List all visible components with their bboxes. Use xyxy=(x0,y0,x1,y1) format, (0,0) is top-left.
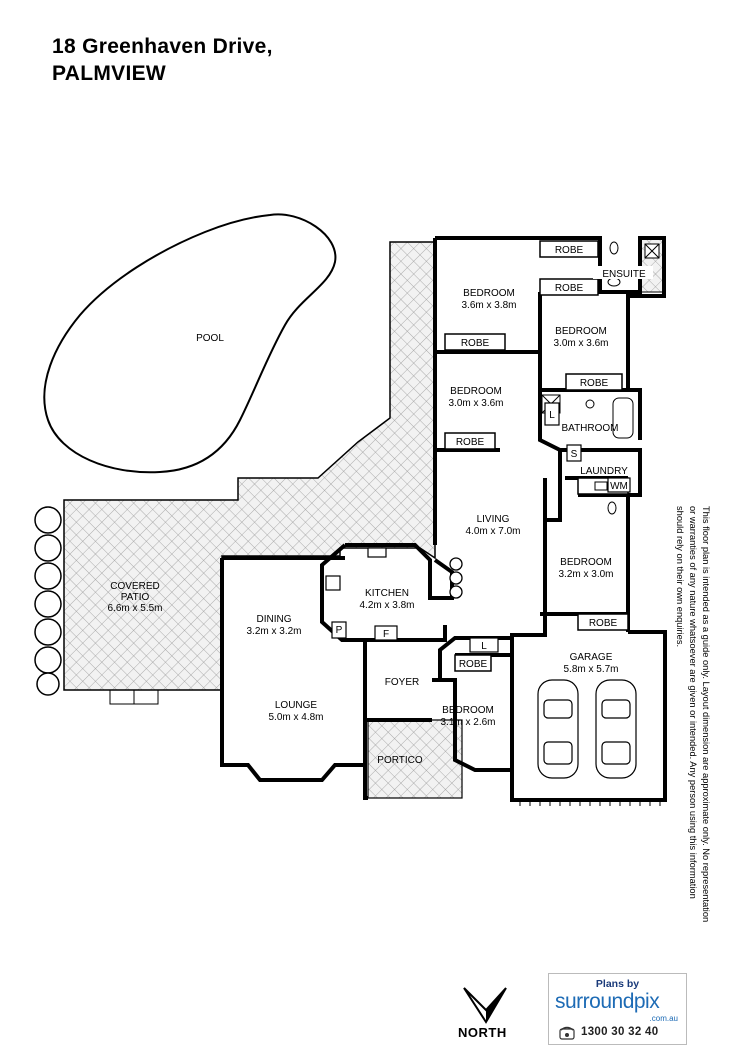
lounge-label: LOUNGE xyxy=(275,700,318,711)
bedroom-front-size: 3.1m x 2.6m xyxy=(440,717,495,728)
portico-label: PORTICO xyxy=(377,755,423,766)
pantry-box xyxy=(331,621,347,639)
laundry-label: LAUNDRY xyxy=(580,466,628,477)
north-arrow-icon xyxy=(463,987,507,1024)
front-linen-box xyxy=(469,637,499,653)
kitchen-stools xyxy=(449,557,463,599)
pantry-label: P xyxy=(336,625,343,636)
bedroom-front-label: BEDROOM xyxy=(442,705,494,716)
bedroom-east-label: BEDROOM xyxy=(560,557,612,568)
patio-door xyxy=(109,689,159,705)
car-right xyxy=(595,679,637,779)
wm-label: WM xyxy=(610,481,628,492)
robe-label-7: ROBE xyxy=(459,659,488,670)
pool-outline xyxy=(43,213,337,474)
linen-box xyxy=(544,402,560,426)
ensuite-label: ENSUITE xyxy=(602,269,646,280)
hedge xyxy=(34,506,62,696)
address-line-2: PALMVIEW xyxy=(52,62,167,85)
north-label: NORTH xyxy=(458,1025,507,1040)
fridge-box xyxy=(374,625,398,641)
logo-tagline: Plans by xyxy=(595,978,640,990)
wm-box xyxy=(607,477,631,493)
cooktop xyxy=(325,575,341,591)
robe-label-1: ROBE xyxy=(555,245,584,256)
kitchen-size: 4.2m x 3.8m xyxy=(359,600,414,611)
robe-label-5: ROBE xyxy=(456,437,485,448)
lounge-size: 5.0m x 4.8m xyxy=(268,712,323,723)
dining-size: 3.2m x 3.2m xyxy=(246,626,301,637)
robes xyxy=(444,240,629,672)
north-arrow-fill xyxy=(486,988,506,1022)
shower-label: S xyxy=(571,449,578,460)
patio-label: COVERED xyxy=(110,581,159,592)
bedroom-mid-label: BEDROOM xyxy=(450,386,502,397)
logo-domain: .com.au xyxy=(649,1014,678,1023)
bedroom-ne-size: 3.0m x 3.6m xyxy=(553,338,608,349)
bedroom-main-label: BEDROOM xyxy=(463,288,515,299)
disclaimer-text: This floor plan is intended as a guide o… xyxy=(675,506,711,923)
garage-size: 5.8m x 5.7m xyxy=(563,664,618,675)
portico-area xyxy=(367,719,463,799)
robe-label-6: ROBE xyxy=(589,618,618,629)
garage-door xyxy=(515,799,662,806)
linen-label-2: L xyxy=(481,641,487,652)
patio-label-2: PATIO xyxy=(121,592,150,603)
address-line-1: 18 Greenhaven Drive, xyxy=(52,35,273,58)
bedroom-ne-label: BEDROOM xyxy=(555,326,607,337)
robe-label-4: ROBE xyxy=(580,378,609,389)
robe-label-2: ROBE xyxy=(555,283,584,294)
shower-box xyxy=(566,444,582,462)
fridge-label: F xyxy=(383,629,389,640)
kitchen-label: KITCHEN xyxy=(365,588,409,599)
car-left xyxy=(537,679,579,779)
living-size: 4.0m x 7.0m xyxy=(465,526,520,537)
logo: Plans by surroundpix .com.au 1300 30 32 … xyxy=(548,973,687,1045)
bedroom-main-size: 3.6m x 3.8m xyxy=(461,300,516,311)
dining-label: DINING xyxy=(257,614,292,625)
garage-label: GARAGE xyxy=(570,652,613,663)
bedroom-east-size: 3.2m x 3.0m xyxy=(558,569,613,580)
logo-phone: 1300 30 32 40 xyxy=(581,1026,659,1038)
robe-label-3: ROBE xyxy=(461,338,490,349)
foyer-label: FOYER xyxy=(385,677,419,688)
living-label: LIVING xyxy=(477,514,510,525)
phone-icon xyxy=(559,1026,575,1040)
patio-size: 6.6m x 5.5m xyxy=(107,603,162,614)
ensuite-label-box xyxy=(593,266,653,279)
linen-label-1: L xyxy=(549,410,555,421)
house-walls xyxy=(220,236,667,802)
pool-label: POOL xyxy=(196,333,224,344)
logo-brand: surroundpix xyxy=(555,990,660,1013)
kitchen-sink xyxy=(367,547,387,558)
bedroom-mid-size: 3.0m x 3.6m xyxy=(448,398,503,409)
bathroom-label: BATHROOM xyxy=(561,423,618,434)
